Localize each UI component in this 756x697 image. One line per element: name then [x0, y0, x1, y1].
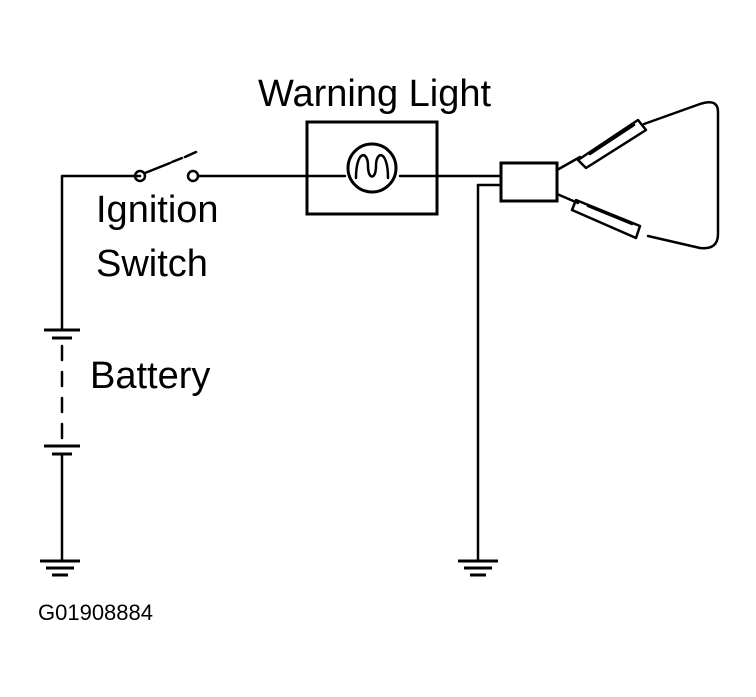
ignition-label-line2: Switch: [96, 243, 208, 285]
warning-light-label: Warning Light: [258, 73, 491, 115]
figure-code: G01908884: [38, 600, 153, 625]
ground-icon-left: [40, 559, 80, 577]
warning-light: [305, 120, 439, 216]
sensor-connector: [499, 161, 559, 203]
bulb-icon: [346, 142, 398, 194]
battery-icon: [44, 328, 80, 562]
ignition-switch: [133, 150, 200, 183]
battery-label: Battery: [90, 355, 210, 397]
ignition-label-line1: Ignition: [96, 189, 219, 231]
sensor-probes: [555, 101, 720, 250]
ground-icon-right: [458, 559, 498, 577]
main-wire: [196, 174, 502, 187]
left-wire: [60, 174, 142, 332]
